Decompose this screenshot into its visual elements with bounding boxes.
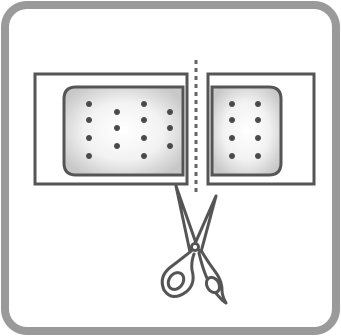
- pad-dot: [229, 135, 235, 141]
- pad-dot: [167, 143, 173, 149]
- pad-dot: [141, 117, 147, 123]
- left-pad: [62, 85, 185, 177]
- pad-dot: [141, 153, 147, 159]
- pad-dot: [229, 117, 235, 123]
- scissors-icon: [160, 184, 228, 305]
- right-pad: [210, 85, 283, 177]
- pad-dot: [167, 109, 173, 115]
- pad-dot: [114, 143, 120, 149]
- pad-dot: [86, 101, 92, 107]
- pad-dot: [229, 101, 235, 107]
- pad-dot: [141, 135, 147, 141]
- pad-dots: [86, 101, 261, 159]
- pad-dot: [255, 117, 261, 123]
- pad-dot: [86, 153, 92, 159]
- pad-dot: [141, 101, 147, 107]
- pad-dot: [114, 109, 120, 115]
- pad-dot: [86, 135, 92, 141]
- pad-dot: [167, 125, 173, 131]
- pad-dot: [86, 117, 92, 123]
- pad-dot: [255, 135, 261, 141]
- pad-dot: [114, 125, 120, 131]
- pad-dot: [255, 101, 261, 107]
- pad-dot: [229, 153, 235, 159]
- pad-dot: [255, 153, 261, 159]
